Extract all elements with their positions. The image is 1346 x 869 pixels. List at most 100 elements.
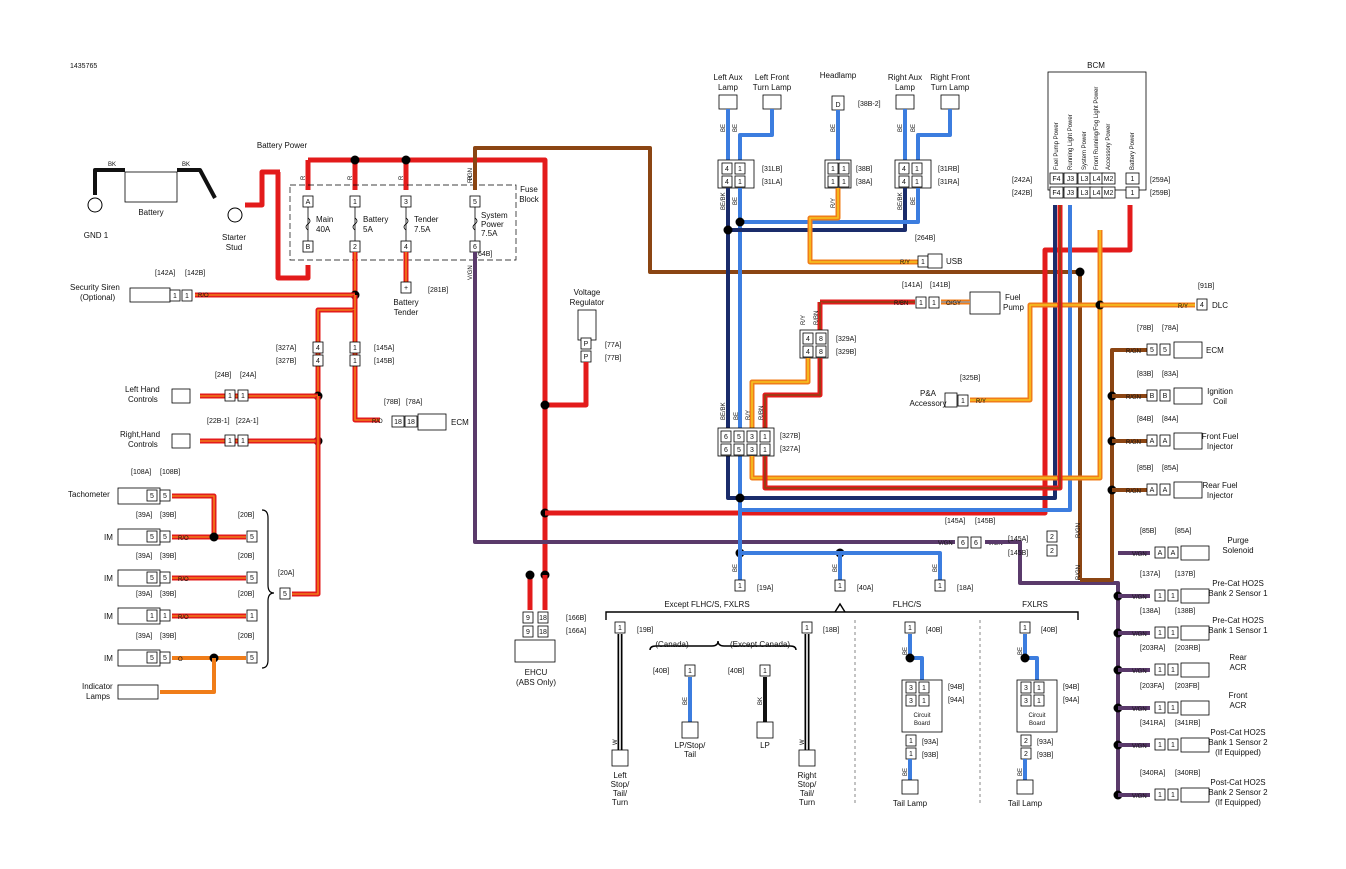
- except-canada-label: (Except Canada): [730, 640, 790, 649]
- connector-ref: [38B-2]: [858, 101, 881, 108]
- splice-dot: [525, 570, 535, 580]
- ecm-box: [417, 413, 447, 431]
- pin-label: 5: [163, 575, 167, 582]
- indicator-lamps-wire: [160, 658, 216, 694]
- wire-code: BE: [898, 124, 904, 132]
- connector-pin: [733, 430, 745, 443]
- pin-label: 1: [738, 166, 742, 173]
- lamp-box: [718, 94, 738, 110]
- connector-ref: [93B]: [922, 752, 938, 759]
- component-label: Injector: [1207, 491, 1234, 500]
- connector-pin: [759, 664, 771, 677]
- voltage-regulator-box: [577, 309, 597, 341]
- pin-label: 1: [241, 393, 245, 400]
- pin-label: 5: [250, 655, 254, 662]
- connector-pin: [246, 651, 258, 664]
- gnd-label: GND 1: [84, 231, 109, 240]
- fuel-pump-label: Pump: [1003, 303, 1024, 312]
- system-power-trunk: [473, 146, 1082, 580]
- connector-pin: [146, 530, 158, 543]
- connector-ref: [138B]: [1175, 608, 1195, 615]
- fuse-name: Tender: [414, 215, 439, 224]
- pin-label: 1: [1131, 176, 1135, 183]
- pin-label: 1: [1158, 742, 1162, 749]
- running-light-bus: [740, 551, 942, 580]
- connector-pin: [1020, 681, 1032, 694]
- left-stop-label: Turn: [612, 798, 628, 807]
- group-bracket-icon: [605, 611, 1079, 620]
- connector-ref: [24A]: [240, 372, 256, 379]
- pin-label: 5: [737, 447, 741, 454]
- connector-ref: [85B]: [1137, 465, 1153, 472]
- left-accessory-bus: [315, 295, 358, 560]
- connector-pin: [918, 694, 930, 707]
- wire-code: BE/BK: [898, 192, 904, 210]
- wire-code: BK: [182, 162, 190, 168]
- wire-code: BE: [734, 412, 740, 420]
- pin-label: 4: [902, 179, 906, 186]
- connector-ref: [20B]: [238, 591, 254, 598]
- pin-label: 5: [150, 493, 154, 500]
- splice-dot: [350, 155, 360, 165]
- battery-body: [124, 171, 178, 203]
- connector-pin: [522, 611, 534, 624]
- connector-ref: [264B]: [915, 235, 935, 242]
- battery-tender-label: Battery: [393, 298, 418, 307]
- pin-label: 4: [1200, 302, 1204, 309]
- wire-code: R/GN: [1126, 489, 1141, 495]
- connector-ref: [145B]: [374, 358, 394, 365]
- lp-stop-tail-label: Tail: [684, 750, 696, 759]
- wire-code: V/GN: [468, 265, 474, 280]
- component-box: [1173, 481, 1203, 499]
- left-stop-label: Stop/: [611, 780, 630, 789]
- connector-pin: [1159, 343, 1171, 356]
- connector-ref: [20B]: [238, 512, 254, 519]
- connector-pin: [905, 681, 917, 694]
- connector-pin: [1146, 343, 1158, 356]
- lamp-label: Right Aux: [888, 73, 922, 82]
- connector-pin: [181, 289, 193, 302]
- sensor-label: Bank 1 Sensor 2: [1208, 738, 1268, 747]
- battery-ground-cable: [93, 168, 125, 195]
- connector-ref: [78B]: [384, 399, 400, 406]
- wire-code: R/GN: [1126, 440, 1141, 446]
- pin-label: 1: [150, 613, 154, 620]
- connector-pin: [237, 434, 249, 447]
- wire-code: V/GN: [1132, 632, 1147, 638]
- connector-ref: [203FA]: [1140, 683, 1164, 690]
- connector-pin: [802, 332, 814, 345]
- connector-pin: [1019, 621, 1031, 634]
- splice-dot: [735, 217, 745, 227]
- usb-wire-stripe: [809, 188, 918, 263]
- connector-pin: [759, 430, 771, 443]
- pin-label: 1: [688, 668, 692, 675]
- pin-label: 1: [738, 179, 742, 186]
- connector-pin: [934, 579, 946, 592]
- voltage-regulator-wire: [545, 362, 589, 408]
- connector-pin: [684, 664, 696, 677]
- lamp-label: Turn Lamp: [931, 83, 970, 92]
- pin-label: M2: [1104, 190, 1114, 197]
- connector-ref: [142B]: [185, 270, 205, 277]
- tail-lamp-feed: [908, 634, 924, 680]
- pin-label: 1: [805, 625, 809, 632]
- sensor-label: Bank 1 Sensor 1: [1208, 626, 1268, 635]
- pin-label: 1: [228, 438, 232, 445]
- connector-pin: [1046, 530, 1058, 543]
- connector-ref: [39B]: [160, 553, 176, 560]
- bcm-column-label: Running Light Power: [1068, 114, 1074, 170]
- connector-ref: [281B]: [428, 287, 448, 294]
- lamp-box: [895, 94, 915, 110]
- connector-ref: [138A]: [1140, 608, 1160, 615]
- pin-label: 1: [961, 398, 965, 405]
- connector-ref: [145B]: [1008, 550, 1028, 557]
- circuit-board-label: Board: [914, 721, 930, 727]
- connector-ref: [142A]: [155, 270, 175, 277]
- connector-pin: [802, 345, 814, 358]
- pin-label: 1: [1131, 190, 1135, 197]
- wire-code: W: [613, 739, 619, 745]
- headlamp-label: Headlamp: [820, 71, 857, 80]
- connector-pin: [159, 571, 171, 584]
- tail-lamp-feed: [1023, 634, 1039, 680]
- fuel-pump-power-wire: [762, 358, 823, 430]
